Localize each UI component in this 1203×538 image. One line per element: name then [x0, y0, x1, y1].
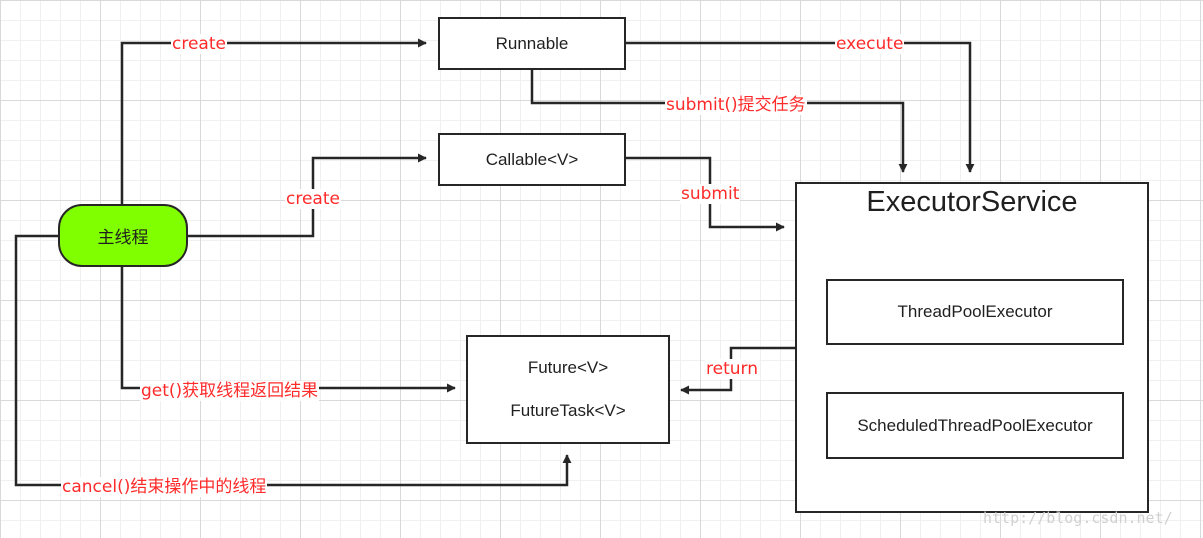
- runnable-label: Runnable: [495, 33, 569, 53]
- cancel-label: cancel()结束操作中的线程: [61, 477, 268, 497]
- future-node: Future<V> FutureTask<V>: [466, 335, 670, 444]
- create-runnable-arrow: [120, 38, 427, 204]
- cancel-arrow: [14, 234, 572, 487]
- return-label: return: [705, 359, 759, 379]
- thread-pool-executor-node: ThreadPoolExecutor: [826, 279, 1124, 345]
- main-thread-node: 主线程: [58, 204, 188, 267]
- create-runnable-label: create: [171, 34, 227, 54]
- runnable-node: Runnable: [438, 17, 626, 70]
- scheduled-thread-pool-executor-node: ScheduledThreadPoolExecutor: [826, 392, 1124, 459]
- get-result-label: get()获取线程返回结果: [140, 381, 320, 401]
- execute-arrow: [625, 41, 975, 173]
- future-label: Future<V>: [527, 358, 609, 377]
- callable-node: Callable<V>: [438, 133, 626, 186]
- submit-runnable-label: submit()提交任务: [665, 95, 807, 115]
- future-task-label: FutureTask<V>: [510, 401, 626, 420]
- submit-callable-label: submit: [680, 184, 741, 204]
- create-callable-label: create: [285, 189, 341, 209]
- execute-label: execute: [835, 34, 905, 54]
- executor-service-title: ExecutorService: [866, 186, 1078, 218]
- thread-pool-executor-label: ThreadPoolExecutor: [897, 302, 1053, 321]
- callable-label: Callable<V>: [485, 149, 579, 169]
- scheduled-thread-pool-executor-label: ScheduledThreadPoolExecutor: [857, 415, 1093, 435]
- get-result-arrow: [120, 266, 456, 393]
- watermark: http://blog.csdn.net/: [983, 509, 1173, 527]
- executor-service-container: ExecutorService: [795, 182, 1149, 513]
- main-thread-label: 主线程: [97, 228, 149, 248]
